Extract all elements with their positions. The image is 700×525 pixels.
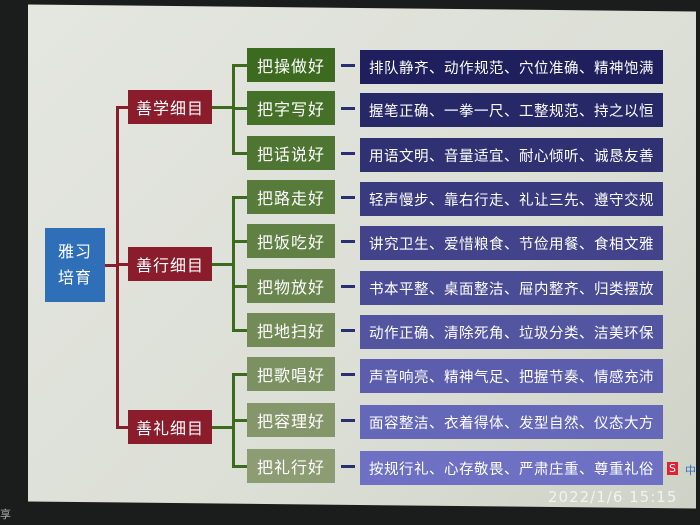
subitem-node: 把物放好	[247, 269, 335, 303]
category-node: 善礼细目	[128, 410, 212, 444]
connector-line	[232, 285, 247, 288]
detail-node: 书本平整、桌面整洁、屉内整齐、归类摆放	[360, 271, 663, 305]
connector-line	[232, 64, 247, 67]
root-line-1: 雅习	[57, 242, 92, 261]
connector-dash	[341, 465, 355, 468]
connector-line	[232, 419, 247, 422]
connector-line	[232, 373, 247, 376]
connector-line	[232, 152, 247, 155]
connector-dash	[341, 285, 355, 288]
connector-line	[212, 263, 233, 266]
detail-node: 讲究卫生、爱惜粮食、节俭用餐、食相文雅	[360, 226, 663, 260]
root-line-2: 培育	[57, 268, 92, 287]
ime-mode[interactable]: 中	[685, 464, 696, 477]
subitem-node: 把话说好	[247, 136, 335, 170]
subitem-node: 把地扫好	[247, 313, 335, 347]
subitem-node: 把歌唱好	[247, 357, 335, 391]
connector-dash	[341, 107, 355, 110]
subitem-node: 把操做好	[247, 48, 335, 82]
connector-dash	[341, 240, 355, 243]
connector-line	[212, 106, 233, 109]
detail-node: 面容整洁、衣着得体、发型自然、仪态大方	[360, 405, 663, 439]
connector-line	[232, 196, 235, 331]
subitem-node: 把路走好	[247, 180, 335, 214]
detail-node: 声音响亮、精神气足、把握节奏、情感充沛	[360, 359, 663, 393]
category-node: 善行细目	[128, 247, 212, 281]
edge-text: 享	[0, 508, 11, 521]
subitem-node: 把字写好	[247, 91, 335, 125]
connector-line	[232, 196, 247, 199]
category-node: 善学细目	[128, 90, 212, 124]
detail-node: 排队静齐、动作规范、穴位准确、精神饱满	[360, 50, 663, 84]
detail-node: 用语文明、音量适宜、耐心倾听、诚恳友善	[360, 138, 663, 172]
connector-line	[232, 465, 247, 468]
subitem-node: 把饭吃好	[247, 224, 335, 258]
detail-node: 轻声慢步、靠右行走、礼让三先、遵守交规	[360, 182, 663, 216]
connector-line	[212, 426, 233, 429]
detail-node: 动作正确、清除死角、垃圾分类、洁美环保	[360, 315, 663, 349]
connector-line	[116, 426, 128, 429]
connector-line	[232, 107, 247, 110]
connector-line	[232, 329, 247, 332]
connector-line	[232, 240, 247, 243]
ime-logo-icon[interactable]: S	[667, 462, 678, 475]
connector-line	[105, 264, 117, 267]
subitem-node: 把礼行好	[247, 449, 335, 483]
connector-dash	[341, 373, 355, 376]
root-node: 雅习 培育	[45, 228, 105, 302]
connector-dash	[341, 64, 355, 67]
connector-dash	[341, 419, 355, 422]
subitem-node: 把容理好	[247, 403, 335, 437]
detail-node: 握笔正确、一拳一尺、工整规范、持之以恒	[360, 93, 663, 127]
connector-line	[116, 106, 128, 109]
connector-line	[116, 106, 119, 426]
connector-dash	[341, 329, 355, 332]
connector-line	[116, 263, 128, 266]
photo-timestamp: 2022/1/6 15:15	[548, 488, 678, 506]
connector-dash	[341, 196, 355, 199]
detail-node: 按规行礼、心存敬畏、严肃庄重、尊重礼俗	[360, 451, 663, 485]
connector-dash	[341, 152, 355, 155]
